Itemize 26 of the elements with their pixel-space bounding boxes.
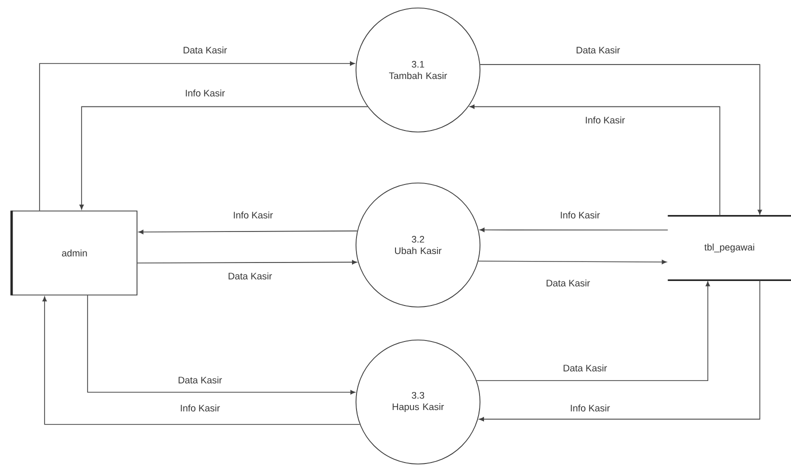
edge-label: Info Kasir [232,210,274,220]
arrow [470,104,720,216]
edge-label: Info Kasir [584,116,626,124]
arrow [138,230,358,234]
arrow [79,106,368,210]
arrow [137,260,357,264]
arrow [479,280,760,422]
edge-label: Data Kasir [574,46,622,54]
edge-label: Info Kasir [569,404,611,412]
arrow [42,296,360,425]
edge-label: Data Kasir [182,46,228,54]
arrow [480,228,668,232]
edge-label: Data Kasir [226,272,274,280]
data-store: tbl_pegawai [668,215,791,281]
edge-label: Info Kasir [559,210,601,220]
arrow [476,281,710,382]
arrow [87,295,356,394]
edge-label: Info Kasir [184,88,226,98]
edge-label: Data Kasir [562,364,608,372]
edge-label: Data Kasir [544,278,592,288]
arrow [478,260,667,264]
arrow [39,61,355,211]
entity-box: admin [10,210,138,296]
edge-label: Info Kasir [179,404,221,412]
arrow [480,64,762,215]
edge-label: Data Kasir [176,376,224,384]
